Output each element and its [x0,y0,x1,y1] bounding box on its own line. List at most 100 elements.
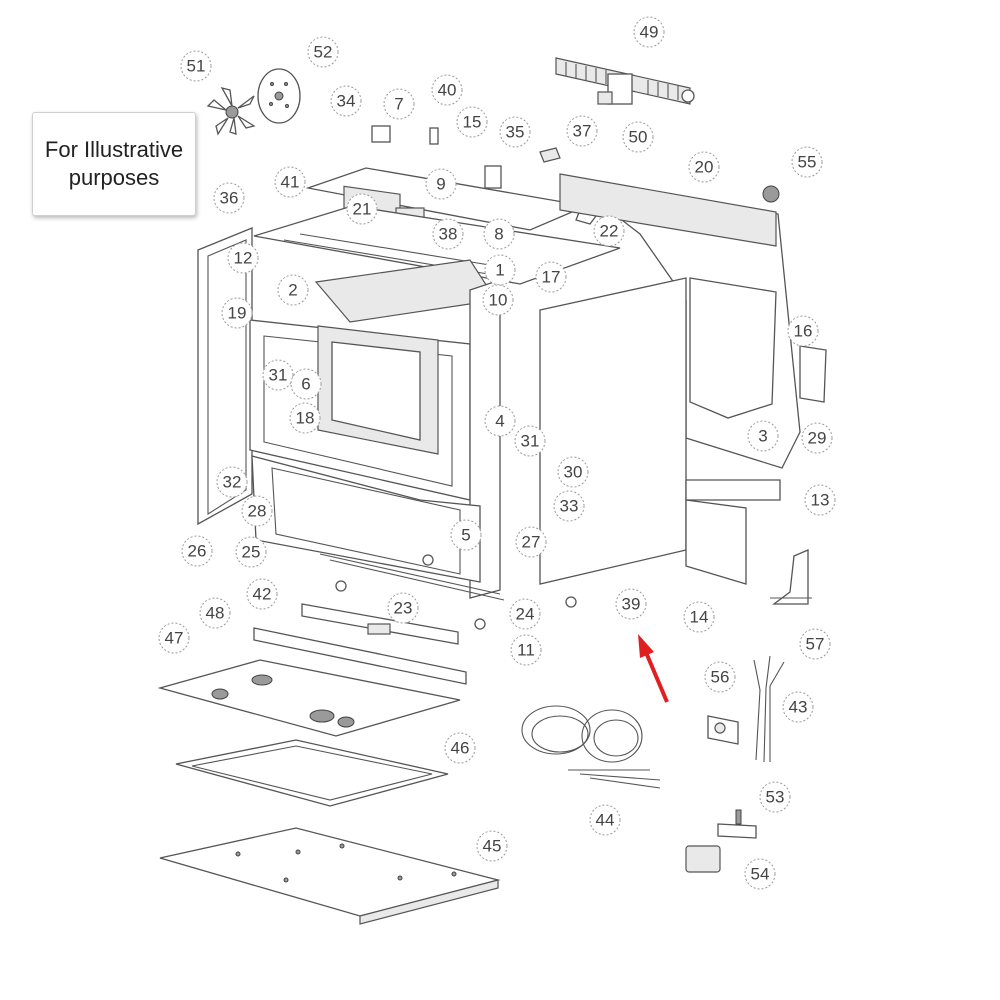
callout-number: 54 [751,865,770,884]
callout-57: 57 [799,628,831,660]
filter-part [685,845,721,873]
callout-6: 6 [290,368,322,400]
callout-48: 48 [199,597,231,629]
bracket-part [770,549,812,605]
callout-24: 24 [509,598,541,630]
callout-number: 38 [439,225,458,244]
callout-54: 54 [744,858,776,890]
callout-43: 43 [782,691,814,723]
callout-number: 47 [165,629,184,648]
callout-number: 50 [629,128,648,147]
callout-number: 52 [314,43,333,62]
power-cord-part [753,655,785,763]
callout-28: 28 [241,495,273,527]
callout-number: 49 [640,23,659,42]
callout-12: 12 [227,242,259,274]
callout-10: 10 [482,284,514,316]
callout-56: 56 [704,661,736,693]
callout-5: 5 [450,519,482,551]
callout-number: 35 [506,123,525,142]
callout-14: 14 [683,601,715,633]
callout-number: 29 [808,429,827,448]
callout-45: 45 [476,830,508,862]
callout-number: 23 [394,599,413,618]
callout-49: 49 [633,16,665,48]
callout-number: 30 [564,463,583,482]
tangential-fan-part [555,57,695,105]
callout-36: 36 [213,182,245,214]
fan-disc-part [257,68,301,124]
callout-number: 39 [622,595,641,614]
callout-number: 18 [296,409,315,428]
callout-number: 19 [228,304,247,323]
callout-7: 7 [383,88,415,120]
callout-number: 28 [248,502,267,521]
callout-51: 51 [180,50,212,82]
callout-number: 16 [794,322,813,341]
callout-number: 46 [451,739,470,758]
callout-number: 53 [766,788,785,807]
callout-30: 30 [557,456,589,488]
callout-number: 3 [758,427,767,446]
callout-number: 36 [220,189,239,208]
callout-number: 8 [494,225,503,244]
callout-40: 40 [431,74,463,106]
callout-26: 26 [181,535,213,567]
callout-number: 24 [516,605,535,624]
callout-number: 21 [353,200,372,219]
callout-number: 5 [461,526,470,545]
callout-41: 41 [274,166,306,198]
callout-47: 47 [158,622,190,654]
callout-27: 27 [515,526,547,558]
callout-11: 11 [510,634,542,666]
callout-number: 37 [573,122,592,141]
callout-20: 20 [688,151,720,183]
callout-34: 34 [330,85,362,117]
callout-31: 31 [262,359,294,391]
callout-4: 4 [484,405,516,437]
callout-number: 9 [436,175,445,194]
callout-37: 37 [566,115,598,147]
callout-3: 3 [747,420,779,452]
callout-44: 44 [589,804,621,836]
callout-53: 53 [759,781,791,813]
callout-52: 52 [307,36,339,68]
callout-number: 20 [695,158,714,177]
callout-number: 27 [522,533,541,552]
callout-25: 25 [235,536,267,568]
callout-35: 35 [499,116,531,148]
highlight-arrow [638,634,669,703]
callout-23: 23 [387,592,419,624]
callout-number: 40 [438,81,457,100]
callout-50: 50 [622,121,654,153]
callout-number: 13 [811,491,830,510]
callout-2: 2 [277,274,309,306]
callout-number: 31 [269,366,288,385]
callout-number: 4 [495,412,504,431]
trim-strip-part [253,603,467,685]
callout-33: 33 [553,490,585,522]
callout-number: 7 [394,95,403,114]
callout-21: 21 [346,193,378,225]
callout-1: 1 [484,254,516,286]
callout-number: 33 [560,497,579,516]
floor-panel-part [159,827,501,925]
callout-number: 57 [806,635,825,654]
callout-number: 44 [596,811,615,830]
callout-39: 39 [615,588,647,620]
callout-8: 8 [483,218,515,250]
callout-13: 13 [804,484,836,516]
callout-number: 25 [242,543,261,562]
callout-number: 2 [288,281,297,300]
callout-number: 15 [463,113,482,132]
callout-18: 18 [289,402,321,434]
callout-38: 38 [432,218,464,250]
callout-9: 9 [425,168,457,200]
callout-number: 14 [690,608,709,627]
callout-number: 31 [521,432,540,451]
callout-46: 46 [444,732,476,764]
callout-16: 16 [787,315,819,347]
callout-number: 17 [542,268,561,287]
callout-number: 26 [188,542,207,561]
callout-55: 55 [791,146,823,178]
